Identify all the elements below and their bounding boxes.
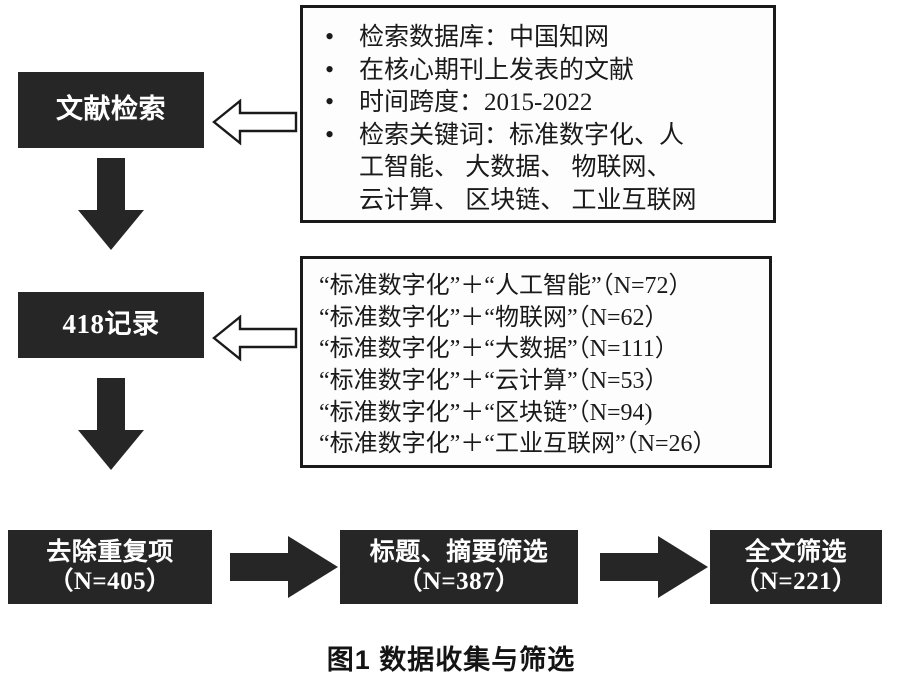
arrow-left-hollow-icon <box>212 313 298 363</box>
arrow-left-hollow-icon <box>212 97 298 147</box>
node-fulltext-screening-label: 全文筛选 <box>744 538 847 566</box>
node-remove-duplicates: 去除重复项 （N=405） <box>8 530 212 604</box>
list-item: 在核心期刊上发表的文献 <box>321 53 765 88</box>
info-box-search-criteria: 检索数据库：中国知网 在核心期刊上发表的文献 时间跨度：2015-2022 检索… <box>300 5 776 223</box>
list-item: “标准数字化”＋“人工智能”（N=72） <box>319 273 693 299</box>
list-item: “标准数字化”＋“云计算”（N=53） <box>319 368 669 395</box>
list-item: “标准数字化”＋“物联网”（N=62） <box>319 304 669 331</box>
node-literature-search-label: 文献检索 <box>56 94 166 125</box>
list-item: 检索数据库：中国知网 <box>321 20 765 55</box>
arrow-right-head <box>288 536 338 598</box>
figure-caption: 图1 数据收集与筛选 <box>326 645 576 675</box>
arrow-down-head <box>78 430 144 470</box>
list-item: “标准数字化”＋“区块链”（N=94) <box>319 399 653 426</box>
node-fulltext-screening: 全文筛选 （N=221） <box>710 530 882 604</box>
arrow-down-icon <box>78 158 144 250</box>
node-title-abstract-screening-label: 标题、摘要筛选 <box>369 538 549 566</box>
node-title-abstract-screening: 标题、摘要筛选 （N=387） <box>340 530 578 604</box>
info-box-search-queries: “标准数字化”＋“人工智能”（N=72） “标准数字化”＋“物联网”（N=62）… <box>300 256 772 468</box>
arrow-down-icon <box>78 378 144 470</box>
arrow-right-icon <box>600 536 708 598</box>
arrow-down-head <box>78 210 144 250</box>
arrow-right-icon <box>230 536 338 598</box>
node-418-records: 418记录 <box>18 292 204 358</box>
arrow-right-shaft <box>230 553 292 581</box>
list-item: “标准数字化”＋“工业互联网”（N=26） <box>319 431 717 458</box>
node-literature-search: 文献检索 <box>18 72 204 148</box>
node-remove-duplicates-label: 去除重复项 <box>46 538 174 566</box>
arrow-right-shaft <box>600 553 662 581</box>
node-remove-duplicates-count: （N=405） <box>48 568 172 595</box>
list-item: 时间跨度：2015-2022 <box>321 85 765 120</box>
node-418-records-label: 418记录 <box>62 309 160 340</box>
arrow-down-shaft <box>97 158 125 212</box>
search-queries-list: “标准数字化”＋“人工智能”（N=72） “标准数字化”＋“物联网”（N=62）… <box>303 259 769 461</box>
list-item: “标准数字化”＋“大数据”（N=111） <box>319 336 679 363</box>
list-item: 检索关键词：标准数字化、人 工智能、 大数据、 物联网、 云计算、 区块链、 工… <box>321 118 765 218</box>
node-fulltext-screening-count: （N=221） <box>734 568 858 595</box>
node-title-abstract-screening-count: （N=387） <box>397 568 521 595</box>
arrow-down-shaft <box>97 378 125 432</box>
search-criteria-list: 检索数据库：中国知网 在核心期刊上发表的文献 时间跨度：2015-2022 检索… <box>303 8 773 217</box>
arrow-right-head <box>658 536 708 598</box>
